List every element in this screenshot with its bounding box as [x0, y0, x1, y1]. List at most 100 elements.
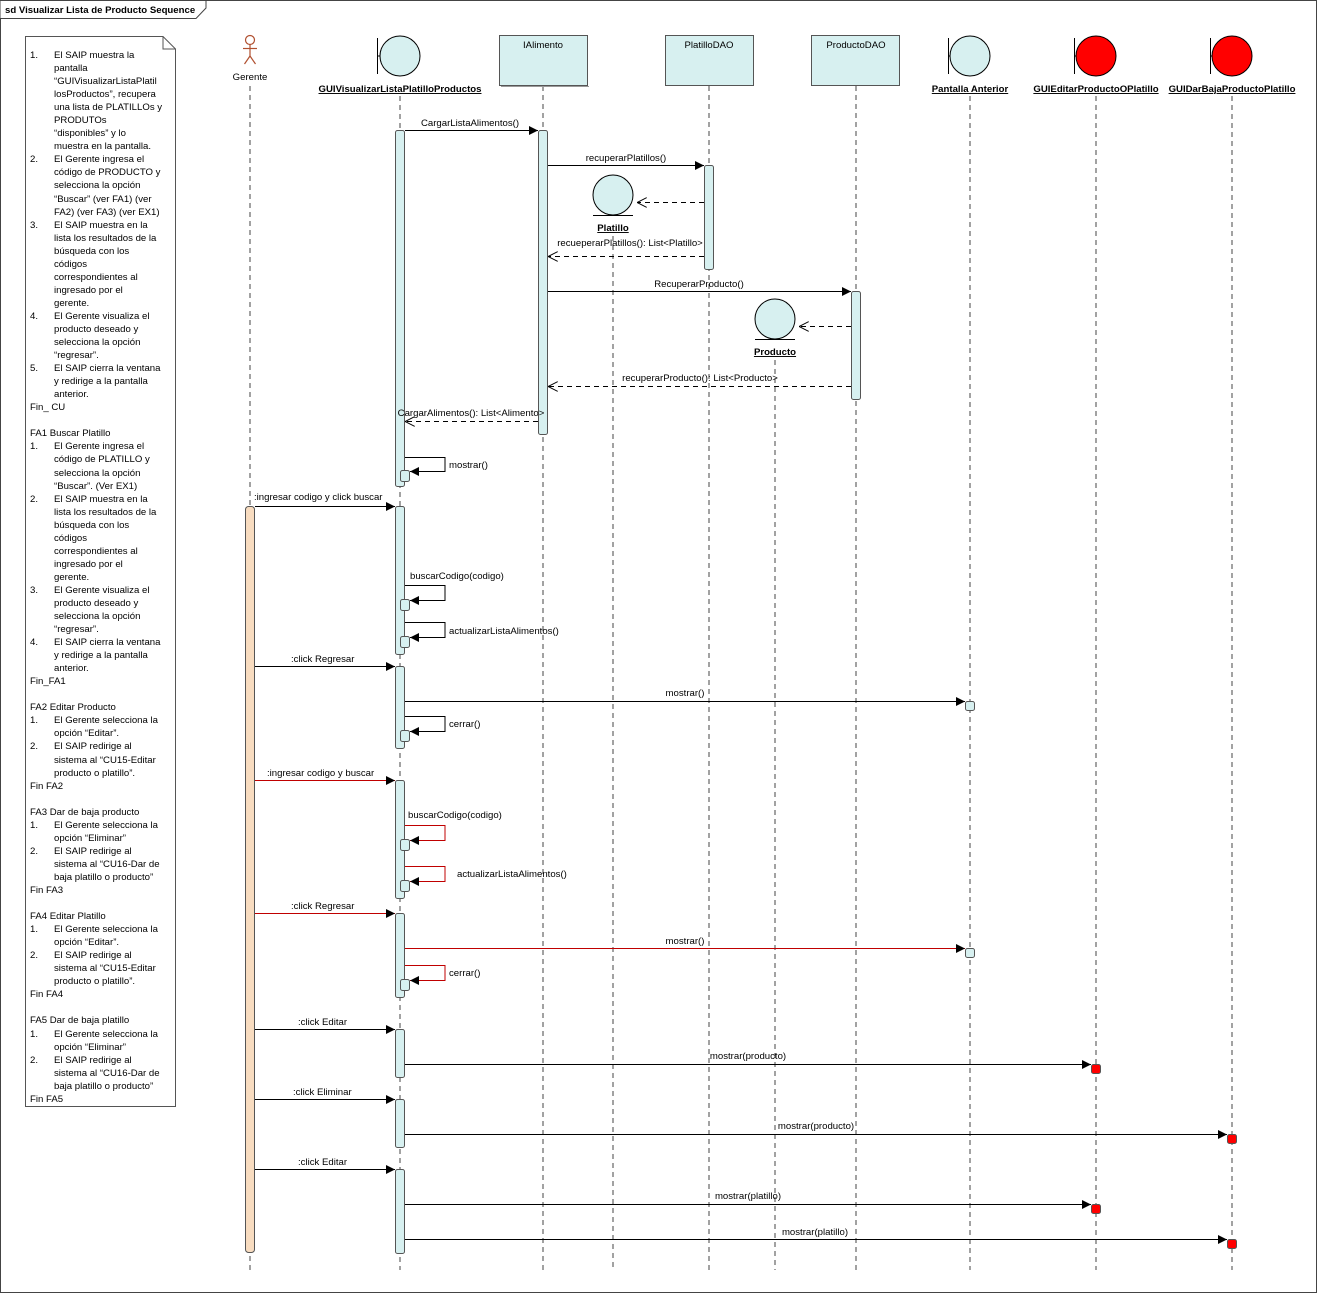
note-line: códigos: [30, 258, 172, 271]
note-line-text: El SAIP redirige al: [54, 950, 132, 962]
msg-label-m2: recuperarPlatillos(): [586, 153, 667, 164]
note-line: lista los resultados de la: [30, 506, 172, 519]
note-line: anterior.: [30, 388, 172, 401]
note-heading: Fin FA5: [30, 1093, 64, 1105]
note-line-text: selecciona la opción: [54, 180, 141, 192]
participant-productodao-label: ProductoDAO: [826, 40, 885, 51]
note-line: ingresado por el: [30, 284, 172, 297]
note-line-number: [30, 754, 54, 767]
note-line-text: lista los resultados de la: [54, 506, 157, 518]
note-line: 5. El SAIP cierra la ventana: [30, 362, 172, 375]
note-line-number: [30, 610, 54, 623]
note-line: “regresar”.: [30, 349, 172, 362]
activation-pantalla-2: [965, 948, 975, 958]
note-heading: Fin FA4: [30, 989, 64, 1001]
note-line-number: [30, 453, 54, 466]
note-line-text: opción “Editar”.: [54, 728, 120, 740]
note-line: 2.El SAIP redirige al: [30, 740, 172, 753]
note-line-text: opción “Eliminar”: [54, 832, 126, 844]
note-line-number: [30, 388, 54, 401]
note-line-text: gerente.: [54, 571, 90, 583]
note-line: sistema al “CU15-Editar: [30, 754, 172, 767]
msg-label-m18: mostrar(): [666, 936, 705, 947]
note-line-number: 5.: [30, 363, 39, 375]
note-line-number: 2.: [30, 950, 39, 962]
note-line-text: código de PRODUCTO y: [54, 167, 161, 179]
note-line-text: opción “Eliminar”: [54, 1041, 126, 1053]
msg-label-m21: mostrar(producto): [710, 1051, 786, 1062]
participant-platillodao-label: PlatilloDAO: [684, 40, 733, 51]
note-line-number: [30, 767, 54, 780]
note-fold: [162, 36, 176, 50]
note-line: código de PLATILLO y: [30, 453, 172, 466]
note-line: correspondientes al: [30, 271, 172, 284]
note-line-number: [30, 649, 54, 662]
participant-baja-label: GUIDarBajaProductoPlatillo: [1169, 84, 1296, 95]
boundary-circle: [379, 35, 421, 77]
msg-line-m19: [405, 965, 446, 985]
note-line-number: [30, 858, 54, 871]
note-line-text: sistema al “CU16-Dar de: [54, 858, 160, 870]
note-line-number: [30, 166, 54, 179]
note-line-text: producto deseado y: [54, 323, 139, 335]
note-box: [25, 36, 176, 1107]
msg-line-m10: [405, 622, 446, 642]
activation-baja-2: [1227, 1239, 1237, 1249]
note-heading: Fin FA3: [30, 885, 64, 896]
note-line: 2.El SAIP muestra en la: [30, 493, 172, 506]
msg-label-m15: buscarCodigo(codigo): [408, 810, 502, 821]
note-line: opción “Eliminar”: [30, 1041, 172, 1054]
activation-baja-1: [1227, 1134, 1237, 1144]
note-line: selecciona la opción: [30, 610, 172, 623]
note-line-number: 2.: [30, 741, 39, 753]
participant-ialimento-label: IAlimento: [523, 40, 563, 51]
note-heading: Fin FA2: [30, 780, 64, 792]
activation-ialimento: [538, 130, 548, 435]
note-heading: [30, 414, 172, 427]
note-line-number: [30, 375, 54, 388]
note-line-text: “GUIVisualizarListaPlatil: [54, 76, 157, 88]
note-heading: Fin_FA1: [30, 676, 66, 688]
msg-label-m6: CargarAlimentos(): List<Alimento>: [398, 408, 545, 419]
msg-label-m11: :click Regresar: [291, 654, 355, 665]
note-line: 1.El Gerente ingresa el: [30, 440, 172, 453]
activation-self-mostrar: [400, 470, 410, 482]
entity-platillo-label: Platillo: [597, 223, 629, 234]
note-line: 3.El SAIP muestra en la: [30, 219, 172, 232]
msg-label-m14: :ingresar codigo y buscar: [267, 768, 375, 779]
note-line-text: “regresar”.: [54, 350, 99, 362]
note-line-number: [30, 114, 54, 127]
note-line-text: sistema al “CU15-Editar: [54, 963, 156, 975]
activation-gerente: [245, 506, 255, 1253]
note-heading: [30, 1001, 172, 1014]
note-line: 1.El SAIP muestra la: [30, 49, 172, 62]
note-line-number: [30, 1067, 54, 1080]
boundary-circle: [1211, 35, 1253, 77]
note-line-number: [30, 323, 54, 336]
note-line-text: El SAIP cierra la ventana: [54, 637, 161, 649]
note-line-number: 2.: [30, 1054, 39, 1066]
note-line: una lista de PLATILLOs y: [30, 101, 172, 114]
note-line-number: [30, 962, 54, 975]
note-line-number: 2.: [30, 493, 39, 505]
note-line-number: 2.: [30, 154, 39, 166]
activation-gui-3: [395, 666, 405, 749]
msg-label-m4: RecuperarProducto(): [654, 279, 744, 290]
note-line-text: El SAIP cierra la ventana: [54, 363, 161, 375]
note-line-text: códigos: [54, 258, 88, 270]
actor-leg-right: [249, 55, 256, 65]
note-line: “GUIVisualizarListaPlatil: [30, 75, 172, 88]
note-line-number: [30, 1080, 54, 1093]
msg-label-m24: :click Editar: [298, 1157, 348, 1168]
note-line: 4.El Gerente visualiza el: [30, 310, 172, 323]
note-heading: FA5 Dar de baja platillo: [30, 1015, 130, 1027]
activation-gui-6: [395, 1029, 405, 1078]
note-heading: [30, 688, 172, 701]
actor-leg-left: [244, 55, 251, 65]
activation-platillodao: [704, 165, 714, 270]
note-line: selecciona la opción: [30, 467, 172, 480]
note-line-number: 4.: [30, 637, 39, 649]
activation-self-cerrar-1: [400, 730, 410, 742]
